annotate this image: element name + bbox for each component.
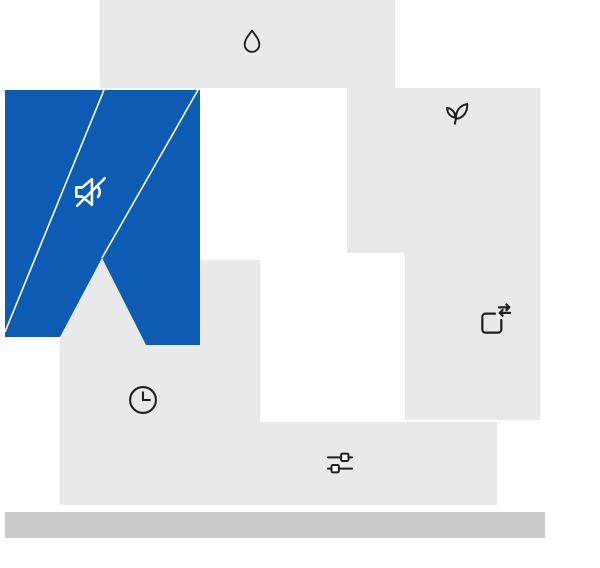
tile-water — [100, 0, 395, 88]
bottom-bar — [5, 512, 545, 538]
blue-ribbon-banner — [5, 90, 200, 345]
tile-options — [200, 422, 497, 505]
speaker-mute-icon — [69, 170, 113, 214]
tile-leaf — [347, 88, 540, 253]
leaf-icon — [438, 95, 472, 129]
screen-share-switch-icon — [476, 301, 514, 339]
options-sliders-icon — [323, 446, 357, 480]
water-drop-icon — [236, 26, 268, 58]
clock-icon — [125, 382, 161, 418]
folded-ribbon-graphic — [5, 90, 200, 345]
tile-share — [405, 253, 540, 420]
